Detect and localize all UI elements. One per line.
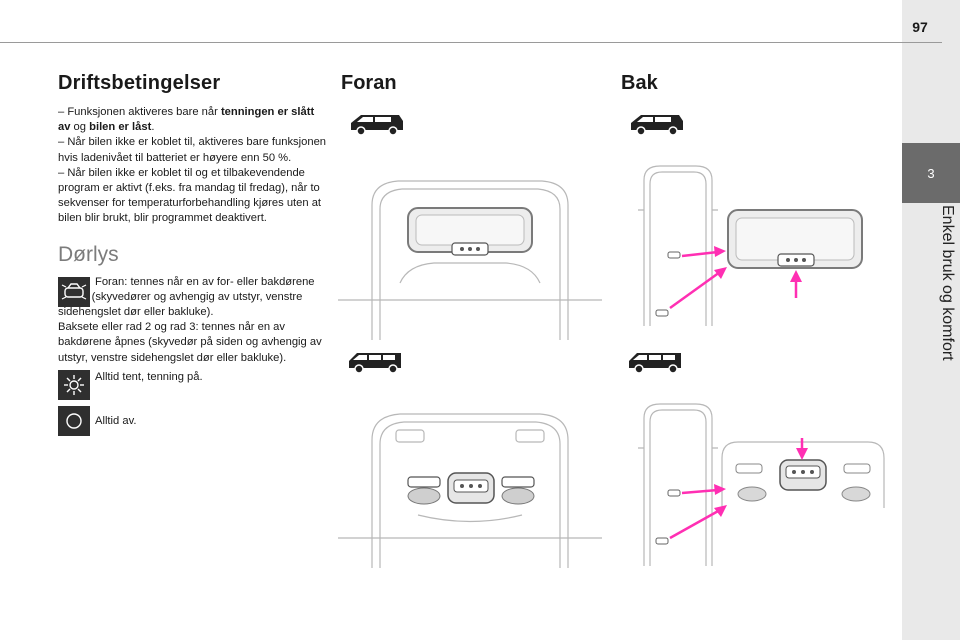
condition-ignition-pre: – Funksjonen aktiveres bare når (58, 106, 221, 118)
rear-row-lights-front-view-illustration (338, 413, 602, 568)
chapter-number: 3 (927, 165, 935, 181)
condition-ignition: – Funksjonen aktiveres bare når tenninge… (58, 105, 326, 135)
rear-row-lights-illustration (638, 403, 885, 566)
dorlys-front-block: Foran: tennes når en av for- eller bakdø… (58, 275, 326, 321)
condition-program: – Når bilen ikke er koblet til og et til… (58, 166, 322, 225)
condition-ignition-mid: og (70, 121, 90, 134)
rear-ceiling-light-illustration (638, 165, 863, 326)
chapter-sidebar (902, 0, 960, 640)
pink-arrow-icon (669, 438, 808, 540)
chapter-title: Enkel bruk og komfort (939, 205, 956, 361)
top-divider (0, 42, 942, 43)
van-icon (349, 353, 401, 374)
pink-arrow-icon (669, 246, 802, 310)
always-off-text: Alltid av. (95, 414, 137, 427)
chapter-number-tab[interactable]: 3 (902, 143, 960, 203)
always-off-row: Alltid av. (58, 405, 326, 436)
page-number: 97 (912, 19, 928, 35)
dorlys-heading: Dørlys (58, 242, 119, 266)
condition-battery: – Når bilen ikke er koblet til, aktivere… (58, 136, 327, 164)
van-icon (629, 353, 681, 374)
text-column: Driftsbetingelser – Funksjonen aktiveres… (58, 72, 326, 436)
driftsbetingelser-heading: Driftsbetingelser (58, 72, 221, 94)
car-door-light-icon (58, 276, 90, 307)
front-heading: Foran (341, 72, 397, 94)
dorlys-rear-text: Baksete eller rad 2 og rad 3: tennes når… (58, 321, 322, 364)
rear-heading: Bak (621, 72, 658, 94)
front-ceiling-light-illustration (338, 180, 602, 340)
condition-ignition-bold: tenningen er slått av (58, 106, 315, 134)
condition-locked-bold: bilen er låst (89, 121, 152, 134)
van-icon (351, 115, 403, 136)
condition-ignition-post: . (151, 121, 155, 134)
always-on-text: Alltid tent, tenning på. (95, 370, 203, 383)
dorlys-front-text: Foran: tennes når en av for- eller bakdø… (58, 275, 315, 319)
light-on-icon (58, 369, 90, 400)
always-on-row: Alltid tent, tenning på. (58, 369, 326, 400)
van-icon (631, 115, 683, 136)
light-off-icon (58, 405, 90, 436)
